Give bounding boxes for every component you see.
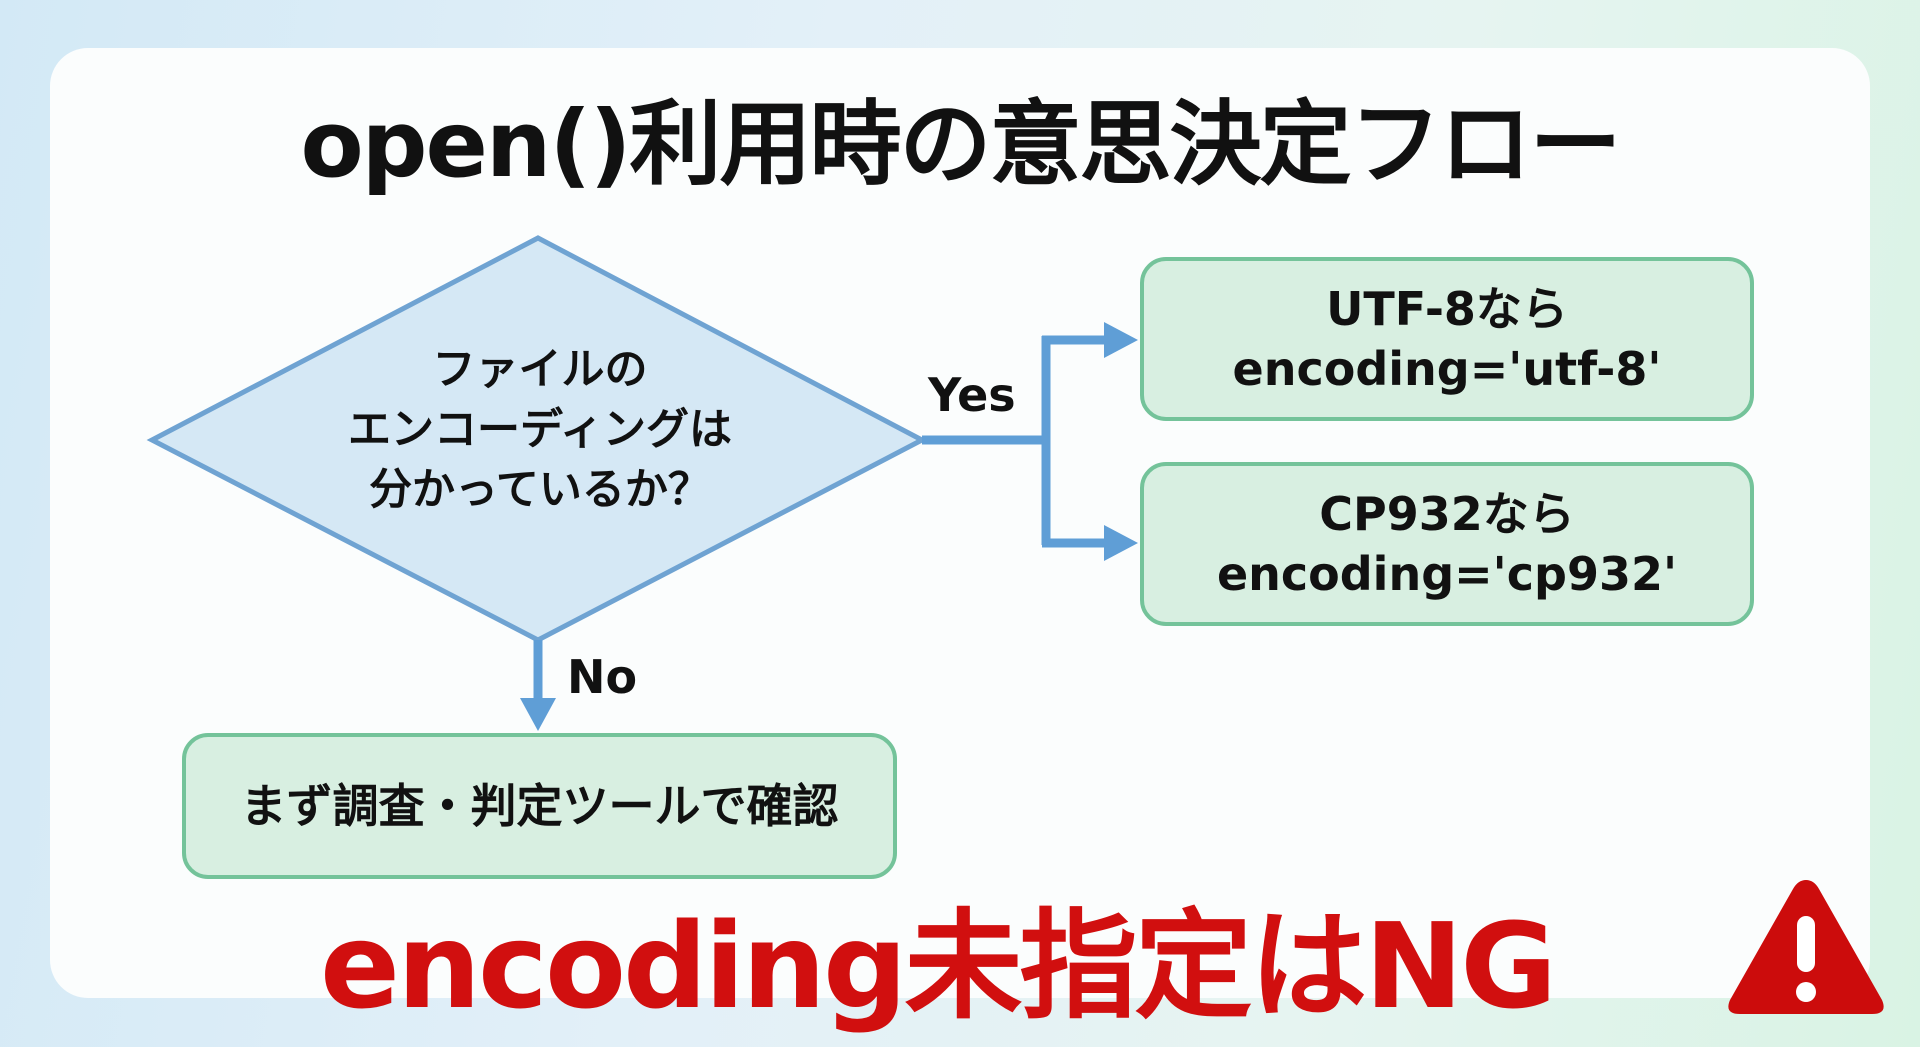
arrowhead-no: [520, 698, 556, 731]
no-label: No: [567, 650, 638, 704]
result-code: encoding='utf-8': [1232, 342, 1662, 396]
decision-line: ファイルの: [432, 345, 648, 395]
result-condition: UTF-8なら: [1326, 282, 1568, 336]
decision-question: ファイルの エンコーディングは 分かっているか？: [290, 340, 790, 520]
page-title: open()利用時の意思決定フロー: [300, 91, 1621, 198]
result-code: encoding='cp932': [1216, 547, 1678, 601]
decision-line: エンコーディングは: [348, 405, 732, 455]
result-box-utf8: UTF-8なら encoding='utf-8': [1140, 257, 1754, 421]
result-text: まず調査・判定ツールで確認: [240, 779, 839, 833]
decision-line: 分かっているか？: [369, 465, 711, 515]
warning-triangle-icon: [1728, 880, 1884, 1014]
arrowhead-utf8: [1104, 322, 1138, 358]
yes-label: Yes: [928, 368, 1016, 422]
result-condition: CP932なら: [1319, 487, 1575, 541]
warning-text: encoding未指定はNG: [320, 897, 1557, 1035]
arrowhead-cp932: [1104, 525, 1138, 561]
result-box-cp932: CP932なら encoding='cp932': [1140, 462, 1754, 626]
result-box-investigate: まず調査・判定ツールで確認: [182, 733, 897, 879]
